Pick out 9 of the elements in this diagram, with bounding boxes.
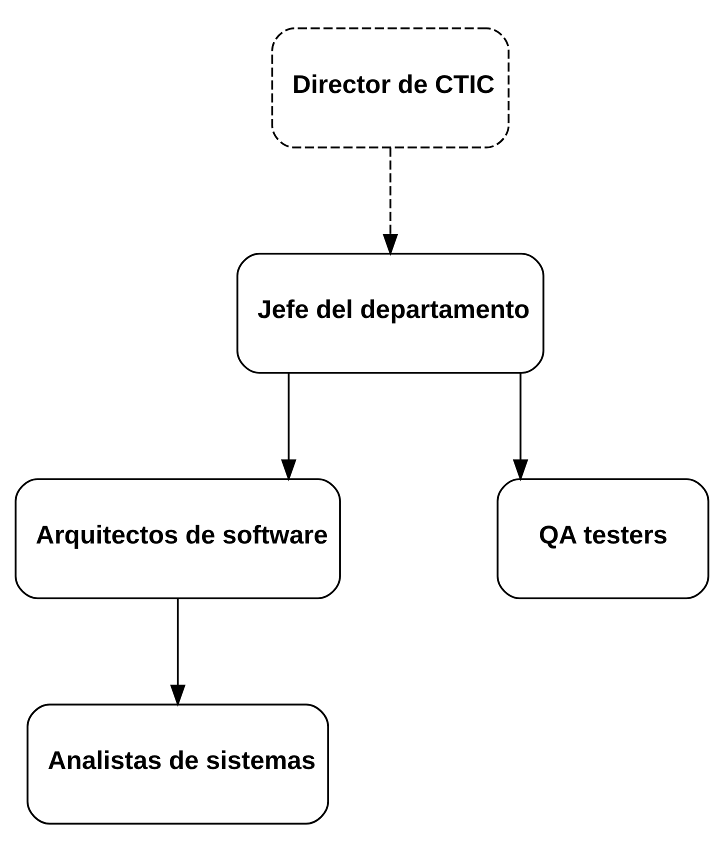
node-box: Jefe del departamento — [236, 252, 544, 374]
node-box: QA testers — [496, 478, 710, 600]
arrow — [170, 598, 186, 707]
node-box: Director de CTIC — [271, 27, 510, 148]
arrow — [382, 148, 398, 256]
arrow — [512, 373, 528, 482]
node-box: Analistas de sistemas — [26, 704, 330, 825]
arrow — [281, 373, 296, 482]
node-box: Arquitectos de software — [14, 478, 341, 600]
